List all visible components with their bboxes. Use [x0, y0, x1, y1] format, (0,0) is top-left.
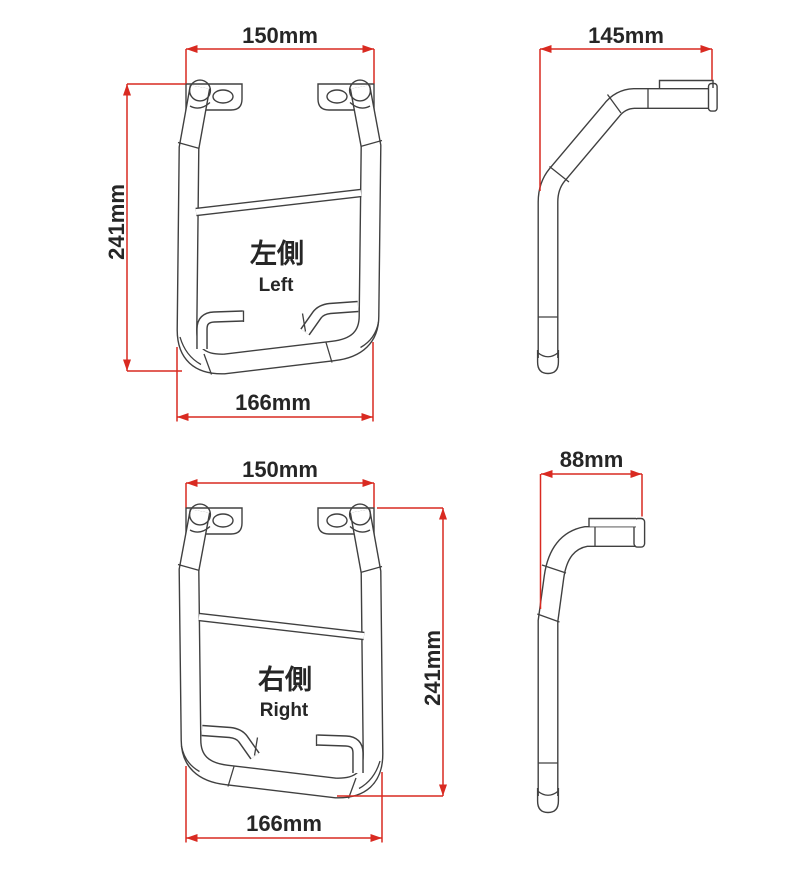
dimension-line: [185, 766, 383, 843]
arrowhead-right: [700, 45, 712, 53]
dimension-height-right: 241mm: [337, 507, 447, 797]
arrowhead-right: [361, 413, 373, 421]
arrowhead-left: [186, 479, 198, 487]
tube-seam-lines: [537, 89, 649, 358]
dimension-height-left: 241mm: [104, 83, 186, 372]
dimension-line: [185, 48, 375, 84]
dimension-line: [176, 342, 374, 422]
dimension-line: [539, 48, 713, 191]
dim-label-bottom-width-right: 166mm: [246, 811, 322, 836]
arrowhead-down: [123, 359, 131, 371]
tube-end-cap: [536, 350, 560, 375]
arrowhead-left: [541, 470, 553, 478]
mount-end-face: [633, 517, 646, 548]
right-bracket-front-view: 右側 Right 150mm 241mm 166mm: [178, 457, 447, 843]
left-bracket-japanese-label: 左側: [250, 239, 304, 269]
dimension-depth-right-side: 88mm: [539, 447, 643, 609]
right-bracket-japanese-label: 右側: [258, 665, 312, 695]
dimension-bottom-width-right: 166mm: [185, 766, 383, 843]
side-tube-fill: [538, 89, 709, 358]
dimension-top-width-left: 150mm: [185, 23, 375, 84]
arrowhead-right: [362, 479, 374, 487]
arrowhead-right: [362, 45, 374, 53]
dim-label-height-right: 241mm: [420, 630, 445, 706]
dimension-line: [185, 482, 375, 508]
bracket-front-drawing: [178, 80, 382, 374]
arrowhead-right: [370, 834, 382, 842]
dimension-bottom-width-left: 166mm: [176, 342, 374, 422]
left-bracket-front-view: 左側 Left 150mm 241mm 166mm: [104, 23, 382, 422]
mount-plate-edge: [658, 79, 714, 88]
dimension-line: [126, 83, 186, 372]
arrowhead-left: [540, 45, 552, 53]
arrowhead-left: [186, 45, 198, 53]
dimension-depth-left-side: 145mm: [539, 23, 713, 191]
side-tube-fill: [538, 527, 636, 796]
dim-label-depth-right-side: 88mm: [560, 447, 624, 472]
tube-seam-lines: [537, 526, 596, 796]
right-bracket-side-view: 88mm: [536, 447, 646, 814]
arrowhead-up: [123, 84, 131, 96]
arrowhead-left: [177, 413, 189, 421]
dim-label-top-width-right: 150mm: [242, 457, 318, 482]
dimension-line: [539, 473, 643, 609]
mount-plate-edge: [588, 517, 636, 527]
arrowhead-up: [439, 508, 447, 520]
arrowhead-right: [630, 470, 642, 478]
tube-end-cap: [536, 788, 560, 814]
bracket-front-drawing-mirrored: [178, 504, 382, 798]
dim-label-height-left: 241mm: [104, 184, 129, 260]
dim-label-depth-left-side: 145mm: [588, 23, 664, 48]
arrowhead-left: [186, 834, 198, 842]
dim-label-top-width-left: 150mm: [242, 23, 318, 48]
side-tube: [537, 88, 709, 358]
dimension-line: [337, 507, 444, 797]
left-bracket-english-label: Left: [259, 275, 295, 296]
arrowhead-down: [439, 784, 447, 796]
left-bracket-side-view: 145mm: [536, 23, 718, 375]
dimension-top-width-right: 150mm: [185, 457, 375, 508]
dim-label-bottom-width-left: 166mm: [235, 390, 311, 415]
right-bracket-english-label: Right: [260, 700, 309, 721]
mount-plate-fill: [589, 518, 636, 527]
